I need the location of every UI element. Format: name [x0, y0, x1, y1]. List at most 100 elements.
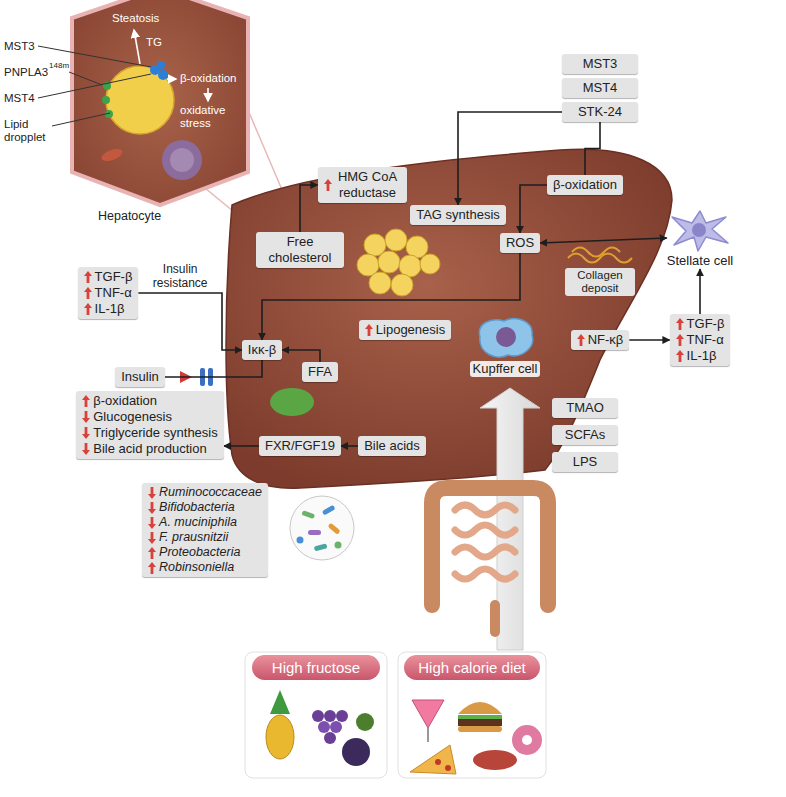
connector [165, 360, 262, 377]
fruit-picture [336, 710, 348, 722]
process-label: oxidative stress [180, 104, 240, 130]
metabolite-box: LPS [552, 452, 618, 472]
intestine [490, 605, 500, 632]
fruit-picture [342, 738, 370, 766]
kupffer-cell-nucleus [496, 327, 516, 347]
arrow-shape [82, 427, 90, 439]
metabolite-box: FFA [302, 362, 338, 382]
liver [270, 388, 314, 416]
text-row: IL-1β [676, 348, 725, 364]
fast-food-picture [412, 700, 444, 728]
food-cards [245, 652, 546, 778]
stellate-cell-icon [668, 207, 732, 253]
process-box: Lipogenesis [359, 320, 451, 340]
increase-arrow [324, 179, 332, 191]
enzyme-box: HMG CoA reductase [318, 167, 407, 203]
stellate-cell-nucleus [692, 223, 706, 237]
decrease-arrow [148, 487, 156, 499]
text-row: MST4 [568, 80, 632, 96]
increase-arrow [82, 395, 90, 407]
structure-label: Collagen deposit [565, 268, 635, 296]
kinase-box: Iκκ-β [242, 340, 282, 360]
process-box: β-oxidation [547, 175, 623, 195]
lipid-droplets [385, 229, 407, 251]
fruit-picture [324, 732, 336, 744]
node-text: β-oxidation [93, 393, 157, 409]
decrease-arrow [148, 502, 156, 514]
cytokine-box: TGF-βTNF-αIL-1β [670, 314, 731, 366]
text-row: β-oxidation [553, 177, 617, 193]
text-row: TNF-α [676, 332, 725, 348]
increase-arrow [148, 562, 156, 574]
text-row: TGF-β [676, 316, 725, 332]
node-text: TGF-β [687, 316, 725, 332]
decrease-arrow [82, 427, 90, 439]
text-row: High calorie diet [404, 659, 540, 676]
decrease-arrow [82, 411, 90, 423]
node-text: LPS [573, 454, 598, 470]
node-text: F. prausnitzii [159, 530, 228, 545]
fruit-picture [312, 710, 324, 722]
process-label: Steatosis [112, 12, 159, 25]
connector [138, 293, 241, 350]
node-text: Bile acids [364, 438, 420, 454]
text-row: Stellate cell [667, 253, 733, 269]
fast-food-picture [512, 725, 542, 755]
bacteria [301, 510, 315, 519]
text-row: Insulin [121, 369, 159, 385]
text-row: TMAO [558, 400, 612, 416]
intestine [432, 488, 548, 605]
node-text: ROS [506, 235, 534, 251]
fast-food-picture [473, 750, 517, 770]
process-label: β-oxidation [180, 72, 236, 85]
hepatocyte-cell [100, 147, 124, 164]
metabolite-box: Bile acids [358, 436, 426, 456]
fast-food-picture [522, 735, 532, 745]
leader-lines [38, 46, 151, 126]
node-text: TNF-α [95, 285, 132, 301]
fast-food-picture [458, 719, 502, 726]
gut-to-liver-arrow [480, 388, 540, 650]
text-row: Iκκ-β [248, 342, 276, 358]
node-text: MST4 [583, 80, 618, 96]
node-text: FFA [308, 364, 332, 380]
increase-arrow [148, 547, 156, 559]
node-text: Bifidobacteria [159, 500, 235, 515]
protein-box: MST4 [562, 78, 638, 98]
metabolite-box: SCFAs [552, 425, 618, 445]
connector [282, 350, 320, 362]
node-text: Bile acid production [93, 441, 206, 457]
decrease-arrow [82, 443, 90, 455]
connector [629, 339, 669, 341]
increase-arrow [84, 287, 92, 299]
text-row: Proteobacteria [148, 545, 262, 560]
node-text: Free cholesterol [262, 234, 338, 266]
node-text: Robinsoniella [159, 560, 234, 575]
kupffer-cell-body [479, 319, 532, 357]
lipid-droplets [391, 274, 413, 296]
connector [300, 185, 318, 232]
node-text: Iκκ-β [248, 342, 276, 358]
hepatocyte-cell [134, 30, 140, 64]
text-row: Glucogenesis [82, 409, 218, 425]
text-row: Free cholesterol [262, 234, 338, 266]
process-box: ROS [500, 233, 540, 253]
text-row: ROS [506, 235, 534, 251]
arrow-shape [84, 287, 92, 299]
collagen-fibres [572, 248, 620, 257]
text-row: FFA [308, 364, 332, 380]
edge-label: Insulin resistance [145, 262, 215, 290]
arrow-shape [148, 487, 156, 499]
text-row: SCFAs [558, 427, 612, 443]
protein-label: PNPLA3 [4, 66, 48, 79]
text-row: FXR/FGF19 [265, 438, 335, 454]
factor-box: NF-κβ [571, 330, 630, 350]
lipid-droplets [378, 251, 400, 273]
text-row: LPS [558, 454, 612, 470]
hormone-box: Insulin [115, 367, 165, 387]
node-text: High fructose [272, 659, 360, 676]
food-cards [245, 652, 387, 778]
node-text: Stellate cell [667, 253, 733, 269]
arrow-shape [82, 395, 90, 407]
increase-arrow [676, 318, 684, 330]
